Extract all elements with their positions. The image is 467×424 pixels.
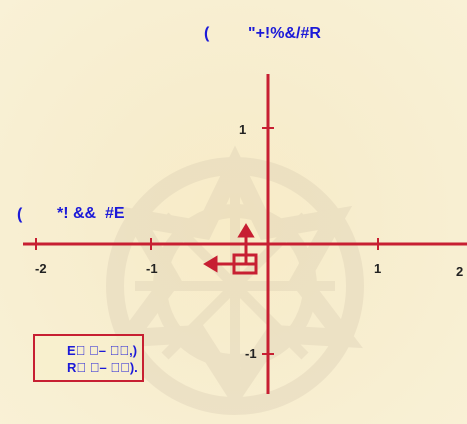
legend-line-2: R⃞ ⃞– ⃞⃞). bbox=[67, 360, 138, 375]
axis-ticks bbox=[35, 127, 379, 355]
top-label-text: "+!%&/#R bbox=[248, 25, 321, 42]
tick-label-y-pos1: 1 bbox=[239, 122, 247, 137]
ornament-ring-2 bbox=[153, 204, 317, 368]
legend-line-1: E⃞ ⃞– ⃞⃞,) bbox=[67, 343, 138, 358]
legend-box: E⃞ ⃞– ⃞⃞,) R⃞ ⃞– ⃞⃞). bbox=[33, 334, 144, 382]
top-label-paren: ( bbox=[204, 25, 210, 42]
tick-label-x-pos1: 1 bbox=[374, 261, 382, 276]
left-arrow-head bbox=[203, 255, 218, 273]
side-label-paren: ( bbox=[17, 206, 23, 223]
up-arrow-head bbox=[237, 223, 255, 238]
ornament-spokes bbox=[135, 186, 335, 386]
tick-label-x-neg2: -2 bbox=[35, 261, 47, 276]
side-label-text: *! && #E bbox=[57, 205, 125, 222]
ornament-petals bbox=[109, 145, 363, 409]
background-ornament bbox=[106, 145, 364, 415]
tick-label-y-neg1: -1 bbox=[245, 346, 257, 361]
tick-label-x-pos2: 2 bbox=[456, 264, 464, 279]
tick-label-x-neg1: -1 bbox=[146, 261, 158, 276]
ornament-ring-1 bbox=[106, 157, 364, 415]
center-vector-glyph bbox=[203, 223, 258, 275]
